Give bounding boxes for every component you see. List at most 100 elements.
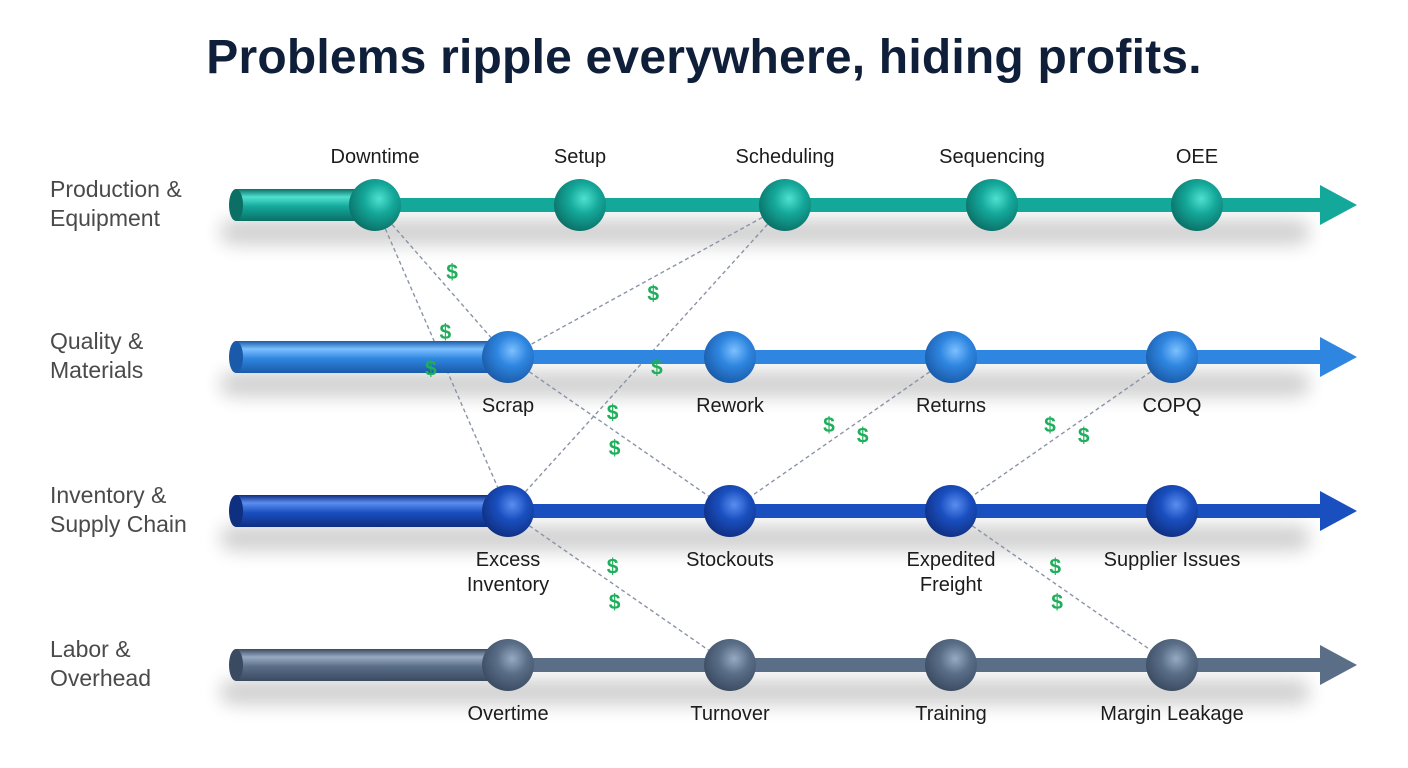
node-returns [925, 331, 977, 383]
node-label-setup: Setup [554, 145, 606, 170]
node-label-line: COPQ [1142, 395, 1202, 417]
node-label-overtime: Overtime [467, 702, 548, 727]
node-label-line: Downtime [330, 146, 420, 168]
connector-scheduling-to-scrap [530, 216, 763, 346]
dollar-icon: $ [446, 261, 458, 284]
row-label-inventory: Inventory & Supply Chain [50, 481, 187, 539]
arrow-head-icon [1320, 645, 1357, 685]
dollar-icon: $ [1044, 414, 1056, 437]
node-oee [1171, 179, 1223, 231]
dollar-icon: $ [857, 425, 869, 448]
cylinder-body [236, 341, 508, 373]
row-inventory [229, 485, 1357, 537]
node-label-scheduling: Scheduling [736, 145, 835, 170]
node-label-margin-leakage: Margin Leakage [1100, 702, 1243, 727]
row-label-line: Materials [50, 357, 144, 383]
node-label-line: Returns [915, 395, 987, 417]
dollar-icon: $ [607, 402, 619, 425]
node-label-line: Margin Leakage [1100, 703, 1244, 725]
row-label-quality: Quality & Materials [50, 327, 143, 385]
dollar-icon: $ [823, 414, 835, 437]
node-label-training: Training [915, 702, 987, 727]
node-label-line: Setup [553, 146, 607, 168]
page-title: Problems ripple everywhere, hiding profi… [206, 31, 1202, 84]
node-training [925, 639, 977, 691]
arrow-head-icon [1320, 185, 1357, 225]
row-label-labor: Labor & Overhead [50, 635, 151, 693]
node-label-oee: OEE [1176, 145, 1218, 170]
dollar-icon: $ [1078, 425, 1090, 448]
connector-returns-to-stockouts [750, 371, 931, 497]
node-label-line: Training [915, 703, 987, 725]
node-label-line: Inventory [466, 574, 550, 596]
dollar-icon: $ [647, 282, 659, 305]
row-label-line: Quality & [50, 328, 144, 354]
row-label-line: Labor & [50, 636, 131, 662]
cylinder-body [236, 495, 508, 527]
node-label-line: Scrap [481, 395, 535, 417]
rows [229, 179, 1357, 691]
node-label-turnover: Turnover [690, 702, 769, 727]
node-rework [704, 331, 756, 383]
shadows [220, 219, 1310, 705]
node-copq [1146, 331, 1198, 383]
connector-copq-to-expedited-freight [971, 371, 1152, 497]
cylinder-end [229, 341, 243, 373]
node-sequencing [966, 179, 1018, 231]
row-production [229, 179, 1357, 231]
dollar-icon: $ [609, 437, 621, 460]
row-label-line: Supply Chain [50, 511, 187, 537]
node-stockouts [704, 485, 756, 537]
node-label-line: Supplier Issues [1103, 549, 1241, 571]
node-label-line: Stockouts [686, 549, 774, 571]
node-overtime [482, 639, 534, 691]
track-bar [508, 350, 1322, 364]
node-setup [554, 179, 606, 231]
connector-expedited-freight-to-margin-leakage [971, 525, 1152, 651]
node-scheduling [759, 179, 811, 231]
node-label-returns: Returns [916, 394, 986, 419]
arrow-head-icon [1320, 337, 1357, 377]
row-label-line: Production & [50, 176, 182, 202]
row-label-line: Inventory & [50, 482, 167, 508]
row-shadow [220, 219, 1310, 245]
node-label-line: Scheduling [735, 146, 835, 168]
node-label-rework: Rework [696, 394, 764, 419]
dollar-icon: $ [440, 321, 452, 344]
cylinder-body [236, 649, 508, 681]
node-turnover [704, 639, 756, 691]
node-label-stockouts: Stockouts [686, 548, 774, 573]
dollar-icon: $ [1049, 556, 1061, 579]
node-label-supplier-issues: Supplier Issues [1104, 548, 1241, 573]
node-excess-inventory [482, 485, 534, 537]
node-label-line: Sequencing [939, 146, 1045, 168]
cylinder-end [229, 495, 243, 527]
connector-excess-inventory-to-turnover [528, 525, 710, 651]
node-label-sequencing: Sequencing [939, 145, 1045, 170]
node-scrap [482, 331, 534, 383]
row-label-line: Overhead [50, 665, 152, 691]
row-label-line: Equipment [50, 205, 160, 231]
node-expedited-freight [925, 485, 977, 537]
node-label-line: Freight [919, 574, 983, 596]
node-label-line: Turnover [690, 703, 770, 725]
node-downtime [349, 179, 401, 231]
row-label-production: Production & Equipment [50, 175, 182, 233]
connector-downtime-to-scrap [391, 224, 492, 338]
node-label-line: Rework [696, 395, 764, 417]
cylinder-end [229, 649, 243, 681]
dollar-icon: $ [425, 358, 437, 381]
node-label-scrap: Scrap [482, 394, 534, 419]
track-bar [375, 198, 1322, 212]
dollar-markers: $$$$$$$$$$$$$$$ [425, 261, 1090, 614]
row-labor [229, 639, 1357, 691]
node-label-line: Expedited [906, 549, 996, 571]
connector-scrap-to-stockouts [528, 371, 710, 497]
node-label-line: OEE [1175, 146, 1219, 168]
dollar-icon: $ [651, 356, 663, 379]
node-label-copq: COPQ [1143, 394, 1202, 419]
node-label-downtime: Downtime [331, 145, 420, 170]
